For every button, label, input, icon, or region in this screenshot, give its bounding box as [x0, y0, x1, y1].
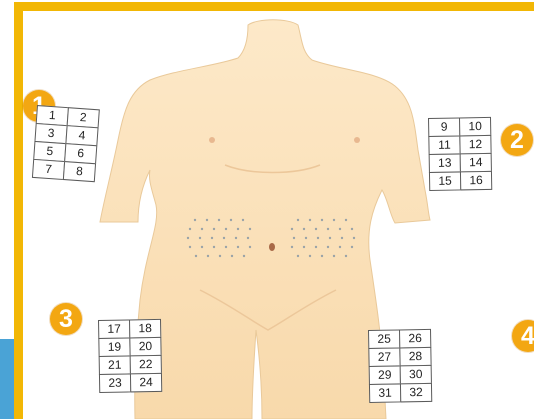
grid-cell: 31 — [369, 383, 401, 403]
grid-cell: 11 — [428, 135, 460, 155]
grid-cell: 20 — [129, 337, 161, 357]
grid-cell: 27 — [368, 347, 400, 367]
grid-cell: 21 — [99, 355, 131, 375]
zone-badge-3: 3 — [50, 303, 82, 335]
left-nipple — [209, 137, 215, 143]
grid-cell: 7 — [32, 159, 65, 180]
grid-cell: 10 — [459, 117, 491, 137]
grid-cell: 32 — [400, 383, 432, 403]
grid-cell: 30 — [400, 365, 432, 385]
grid-cell: 15 — [429, 171, 461, 191]
grid-cell: 18 — [129, 319, 161, 339]
grid-cell: 8 — [63, 161, 96, 182]
grid-cell: 22 — [130, 355, 162, 375]
navel — [269, 243, 275, 251]
grid-cell: 26 — [399, 329, 431, 349]
zone-badge-2: 2 — [501, 124, 533, 156]
grid-cell: 28 — [399, 347, 431, 367]
grid-cell: 19 — [98, 337, 130, 357]
grid-cell: 16 — [460, 171, 492, 191]
grid-cell: 24 — [130, 373, 162, 393]
right-nipple — [354, 137, 360, 143]
grid-cell: 17 — [98, 319, 130, 339]
grid-cell: 12 — [459, 135, 491, 155]
grid-cell: 25 — [368, 329, 400, 349]
grid-cell: 29 — [369, 365, 401, 385]
grid-cell: 9 — [428, 117, 460, 137]
grid-cell: 23 — [99, 373, 131, 393]
grid-cell: 13 — [429, 153, 461, 173]
grid-cell: 14 — [460, 153, 492, 173]
